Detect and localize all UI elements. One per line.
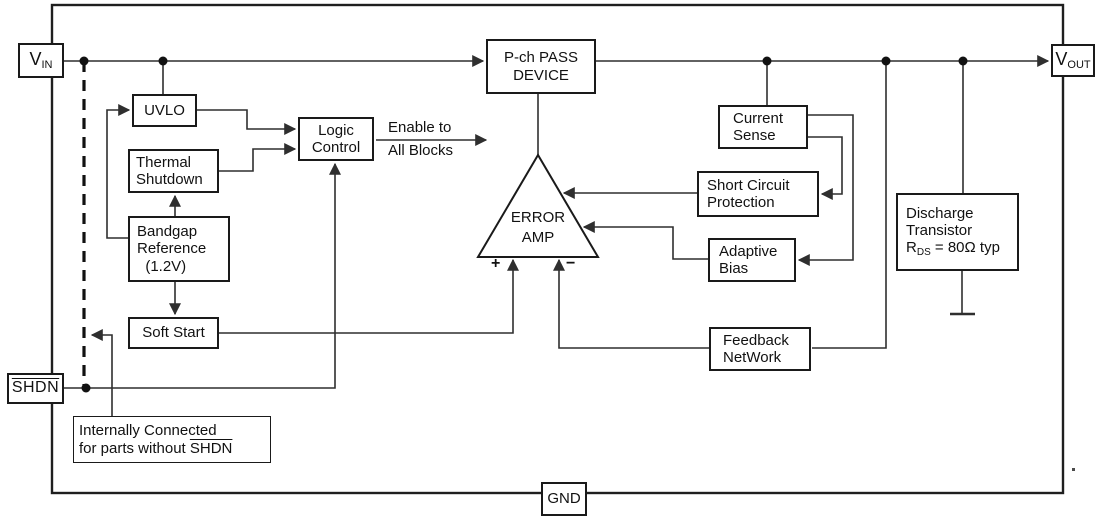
pin-vin-label: VIN: [29, 49, 53, 72]
pin-gnd-label: GND: [547, 490, 581, 508]
junction-dot: [762, 56, 772, 66]
wire-currentsense-to-shortcircuit: [808, 136, 843, 200]
block-bandgap-reference-label: Bandgap Reference (1.2V): [137, 223, 207, 275]
note-shdn-overline: SHDN: [189, 439, 233, 457]
block-adaptive-bias-label: Adaptive Bias: [719, 242, 778, 277]
block-thermal-shutdown: Thermal Shutdown: [128, 149, 219, 193]
discharge-name-lines: Discharge Transistor: [906, 205, 974, 240]
wire-adaptivebias-to-erroramp: [582, 221, 708, 260]
block-logic-control: Logic Control: [298, 117, 374, 161]
pin-vin: VIN: [18, 43, 64, 78]
error-amp-label: ERROR AMP: [510, 209, 566, 246]
wire-note-callout-arrow: [90, 329, 113, 416]
block-feedback-network-label: Feedback NetWork: [723, 331, 789, 366]
block-discharge-transistor: Discharge Transistor RDS = 80Ω typ: [896, 193, 1019, 271]
error-amp-plus-sign: +: [491, 255, 501, 272]
block-feedback-network: Feedback NetWork: [709, 327, 811, 371]
wire-currentsense-to-adaptivebias: [797, 114, 854, 266]
pin-vout: VOUT: [1051, 44, 1095, 77]
block-bandgap-reference: Bandgap Reference (1.2V): [128, 216, 230, 282]
wire-bandgap-to-uvlo: [106, 104, 131, 239]
junction-dot: [79, 56, 89, 66]
block-current-sense: Current Sense: [718, 105, 808, 149]
error-amp-triangle: [476, 153, 600, 258]
stray-dot: [1072, 468, 1075, 471]
block-discharge-transistor-label: Discharge Transistor RDS = 80Ω typ: [906, 205, 1000, 259]
wire-shdn-to-logic: [64, 162, 341, 389]
wire-feedback-to-minus-input: [553, 258, 709, 349]
pin-shdn-label: SHDN: [11, 379, 60, 397]
note-line2: for parts without SHDN: [79, 439, 233, 457]
discharge-rds-line: RDS = 80Ω typ: [906, 239, 1000, 259]
junction-dots: [79, 56, 968, 393]
block-logic-control-label: Logic Control: [311, 121, 361, 156]
note-internally-connected: Internally Connected for parts without S…: [73, 416, 271, 463]
pin-gnd: GND: [541, 482, 587, 516]
block-pass-device-label: P-ch PASS DEVICE: [504, 49, 578, 84]
block-adaptive-bias: Adaptive Bias: [708, 238, 796, 282]
junction-dot: [958, 56, 968, 66]
enable-annotation-line2: All Blocks: [388, 142, 454, 159]
wire-uvlo-to-logic: [197, 109, 297, 135]
block-pass-device: P-ch PASS DEVICE: [486, 39, 596, 94]
note-text: Internally Connected for parts without S…: [79, 422, 232, 456]
block-current-sense-label: Current Sense: [733, 109, 784, 144]
wire-softstart-to-plus-input: [219, 258, 519, 334]
junction-dot: [158, 56, 168, 66]
pin-shdn: SHDN: [7, 373, 64, 404]
block-short-circuit-protection: Short Circuit Protection: [697, 171, 819, 217]
block-thermal-shutdown-label: Thermal Shutdown: [136, 153, 203, 188]
block-uvlo-label: UVLO: [144, 101, 185, 119]
enable-annotation-line1: Enable to: [388, 119, 452, 136]
junction-dot: [881, 56, 891, 66]
block-soft-start-label: Soft Start: [142, 324, 205, 342]
junction-dot: [81, 383, 91, 393]
error-amp-minus-sign: −: [566, 255, 576, 272]
note-line1: Internally Connected: [79, 422, 217, 440]
block-uvlo: UVLO: [132, 94, 197, 127]
wire-thermal-to-logic: [219, 143, 297, 172]
pin-vout-label: VOUT: [1055, 49, 1091, 72]
wire-vout-to-feedback: [812, 61, 887, 349]
block-short-circuit-protection-label: Short Circuit Protection: [707, 176, 790, 211]
wire-group: [64, 55, 1050, 416]
block-soft-start: Soft Start: [128, 317, 219, 349]
